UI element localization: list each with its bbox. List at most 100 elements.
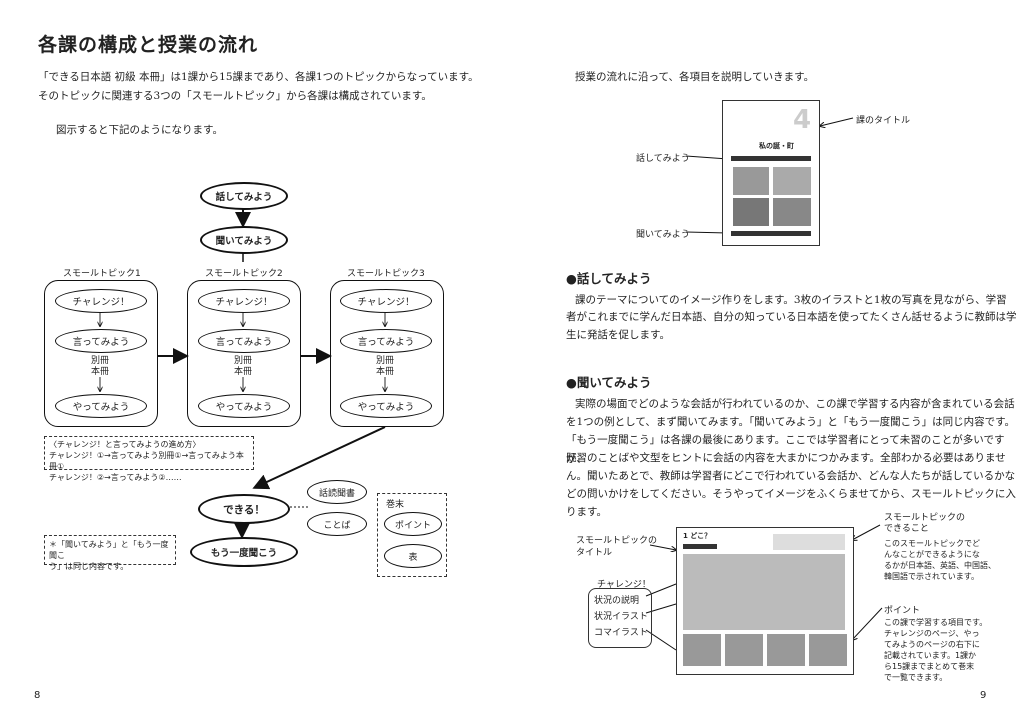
group3-challenge: チャレンジ！ — [340, 289, 432, 313]
label-jokyo-setsumei: 状況の説明 — [594, 596, 640, 606]
point-desc-4: 記載されています。1課か — [884, 651, 977, 660]
sec1-line-2: 者がこれまでに学んだ日本語、自分の知っている日本語を使ってたくさん話せるように教… — [566, 311, 1017, 323]
group3-bessatsu: 別冊 — [375, 356, 394, 366]
page-number-right: 9 — [980, 690, 987, 701]
point-desc-5: ら15課までまとめて巻末 — [884, 662, 975, 671]
sec2-line-7: ります。 — [566, 506, 607, 518]
group1-bessatsu: 別冊 — [90, 356, 109, 366]
label-st-title-2: タイトル — [576, 548, 613, 558]
group2-honsatsu: 本冊 — [233, 367, 252, 377]
label-st-title-1: スモールトピックの — [576, 536, 658, 546]
flow-mou-ichido: もう一度聞こう — [190, 537, 298, 567]
flow-hanashite: 話してみよう — [200, 182, 288, 210]
thumb-bar-2 — [731, 231, 811, 236]
kanmatsu-label: 巻末 — [386, 500, 405, 510]
lesson-title-thumb: 私の誕・町 — [759, 142, 794, 150]
flow-dokkai: 話読聞書 — [307, 480, 367, 504]
thumb-illust-2 — [773, 167, 811, 195]
small-topic-group-3 — [330, 280, 444, 427]
thumb2-koma-2 — [725, 634, 763, 666]
thumb-bar-1 — [731, 156, 811, 161]
sec2-line-2: を1つの例として、まず聞いてみます。「聞いてみよう」と「もう一度聞こう」は同じ内… — [566, 416, 1016, 428]
dekiru-desc-2: んなことができるようにな — [884, 550, 980, 559]
label-dekiru-desc: このスモールトピックでど んなことができるようにな るかが日本語、英語、中国語、… — [884, 538, 1014, 582]
group1-iitemiyou: 言ってみよう — [55, 329, 147, 353]
flow-hyou: 表 — [384, 544, 442, 568]
challenge-note-box: 〈チャレンジ！と言ってみようの進め方〉 チャレンジ！①→言ってみよう別冊①→言っ… — [44, 436, 254, 482]
small-topic-page-thumbnail: 1 どこ？ — [676, 527, 854, 675]
label-koma-illust: コマイラスト — [594, 628, 648, 638]
group2-iitemiyou: 言ってみよう — [198, 329, 290, 353]
same-content-note: ＊「聞いてみよう」と「もう一度聞こ う」は同じ内容です。 — [44, 535, 176, 571]
thumb-illust-1 — [733, 167, 769, 195]
intro-line-1: 「できる日本語 初級 本冊」は1課から15課まであり、各課1つのトピックからなっ… — [38, 71, 479, 83]
dekiru-desc-4: 韓国語で示されています。 — [884, 572, 979, 581]
label-dekiru-head-2: できること — [884, 524, 929, 534]
point-desc-6: で一覧できます。 — [884, 673, 948, 682]
dekiru-desc-1: このスモールトピックでど — [884, 539, 980, 548]
group2-bessatsu: 別冊 — [233, 356, 252, 366]
label-dekiru-head: スモールトピックの できること — [884, 513, 965, 535]
note-line-1: 〈チャレンジ！と言ってみようの進め方〉 — [49, 440, 201, 449]
point-desc-2: チャレンジのページ、やっ — [884, 629, 980, 638]
sec2-line-6: どの問いかけをしてください。そうやってイメージをふくらませてから、スモールトピッ… — [566, 488, 1016, 500]
lesson-number: 4 — [793, 105, 812, 135]
flow-kotoba: ことば — [307, 512, 367, 536]
thumb2-koma-4 — [809, 634, 847, 666]
note-line-3: チャレンジ！②→言ってみよう②…… — [49, 473, 182, 482]
thumb-illust-3 — [773, 198, 811, 226]
page-title: 各課の構成と授業の流れ — [38, 34, 259, 56]
thumb2-dekiru-text — [773, 534, 845, 550]
small-topic-label-3: スモールトピック3 — [347, 269, 425, 279]
thumb-photo — [733, 198, 769, 226]
flow-kiite: 聞いてみよう — [200, 226, 288, 254]
note-line-2: チャレンジ！①→言ってみよう別冊①→言ってみよう本冊① — [49, 451, 244, 471]
note2-line-2: う」は同じ内容です。 — [49, 562, 129, 571]
label-dekiru-head-1: スモールトピックの — [884, 513, 966, 523]
label-point-head: ポイント — [884, 606, 921, 616]
intro-line-3: 図示すると下記のようになります。 — [56, 124, 223, 136]
small-topic-label-2: スモールトピック2 — [205, 269, 283, 279]
section-kiite-heading: ●聞いてみよう — [566, 375, 652, 390]
dekiru-desc-3: るかが日本語、英語、中国語、 — [884, 561, 996, 570]
sec2-line-5: ん。聞いたあとで、教師は学習者にどこで行われている会話か、どんな人たちが話してい… — [566, 470, 1016, 482]
thumb2-title: 1 どこ？ — [683, 532, 712, 540]
sec1-line-3: 生に発話を促します。 — [566, 329, 670, 341]
group3-yattemiyou: やってみよう — [340, 394, 432, 418]
small-topic-label-1: スモールトピック1 — [63, 269, 141, 279]
kanmatsu-box — [377, 493, 447, 577]
group2-challenge: チャレンジ！ — [198, 289, 290, 313]
point-desc-3: てみようのページの右下に — [884, 640, 980, 649]
sec2-line-3: 「もう一度聞こう」は各課の最後にあります。ここでは学習者にとって未習のことが多い… — [566, 434, 1005, 465]
challenge-parts-box — [588, 588, 652, 648]
group3-iitemiyou: 言ってみよう — [340, 329, 432, 353]
flow-dekiru: できる！ — [198, 494, 290, 524]
lesson-page-thumbnail: 4 私の誕・町 — [722, 100, 820, 246]
small-topic-group-1 — [44, 280, 158, 427]
thumb2-koma-3 — [767, 634, 805, 666]
group1-challenge: チャレンジ！ — [55, 289, 147, 313]
flow-point: ポイント — [384, 512, 442, 536]
thumb2-challenge-bar — [683, 544, 717, 549]
right-intro: 授業の流れに沿って、各項目を説明していきます。 — [575, 71, 815, 83]
label-kiite: 聞いてみよう — [636, 230, 690, 240]
thumb2-koma-1 — [683, 634, 721, 666]
label-st-title: スモールトピックの タイトル — [576, 535, 657, 559]
group1-yattemiyou: やってみよう — [55, 394, 147, 418]
label-jokyo-illust: 状況イラスト — [594, 612, 648, 622]
label-lesson-title: 課のタイトル — [856, 116, 911, 126]
point-desc-1: この課で学習する項目です。 — [884, 618, 988, 627]
thumb2-scene-illust — [683, 554, 845, 630]
group1-honsatsu: 本冊 — [90, 367, 109, 377]
small-topic-group-2 — [187, 280, 301, 427]
sec1-line-1: 課のテーマについてのイメージ作りをします。3枚のイラストと1枚の写真を見ながら、… — [575, 294, 1007, 306]
note2-line-1: ＊「聞いてみよう」と「もう一度聞こ — [49, 540, 169, 560]
intro-line-2: そのトピックに関連する3つの「スモールトピック」から各課は構成されています。 — [38, 90, 432, 102]
label-hanashite: 話してみよう — [636, 154, 690, 164]
page-number-left: 8 — [34, 690, 41, 701]
sec2-line-1: 実際の場面でどのような会話が行われているのか、この課で学習する内容が含まれている… — [575, 398, 1015, 410]
group3-honsatsu: 本冊 — [375, 367, 394, 377]
label-point-desc: この課で学習する項目です。 チャレンジのページ、やっ てみようのページの右下に … — [884, 617, 1014, 683]
section-hanashite-heading: ●話してみよう — [566, 271, 652, 286]
